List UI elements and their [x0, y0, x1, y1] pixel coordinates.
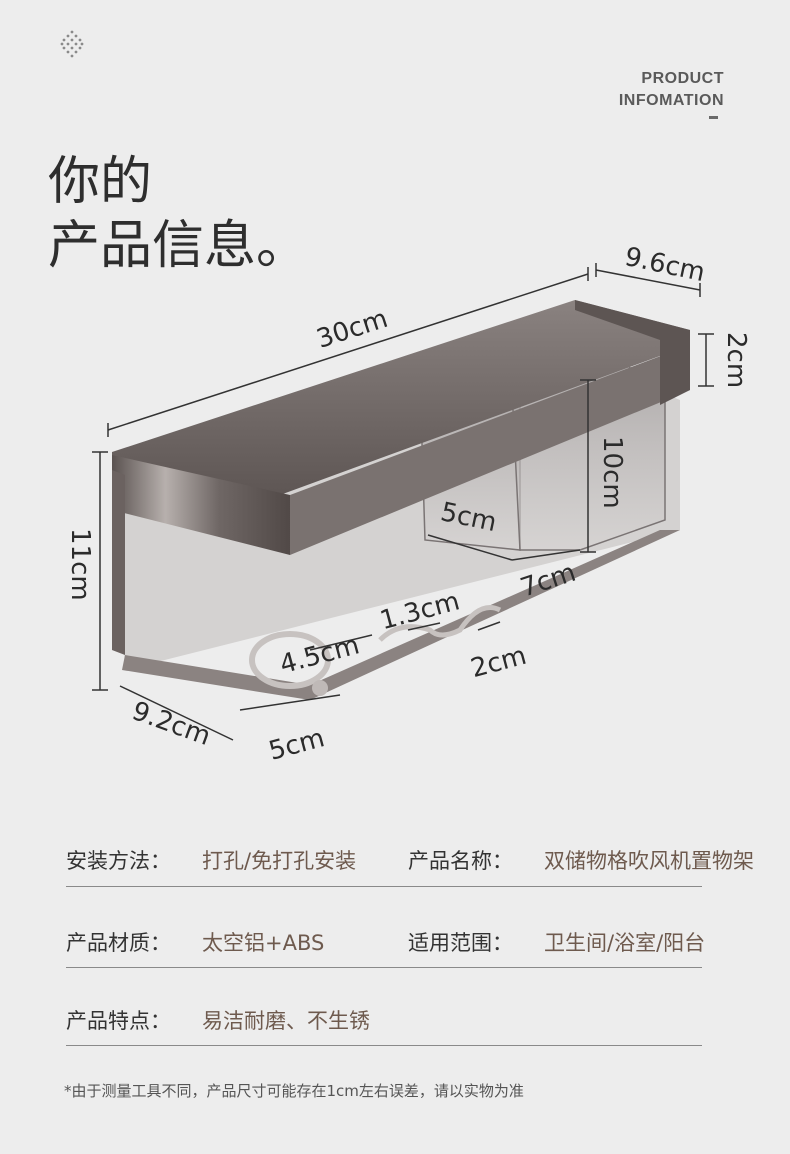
install-label: 安装方法： [66, 849, 171, 873]
install-value: 打孔/免打孔安装 [202, 849, 357, 873]
dim-rail-height: 2cm [721, 332, 751, 388]
brand-dash [709, 116, 718, 119]
bottom-plate [122, 530, 680, 700]
name-label: 产品名称： [408, 849, 513, 873]
top-rail-face [290, 345, 690, 555]
feature-label: 产品特点： [66, 1009, 171, 1033]
divider-1 [66, 886, 702, 887]
rail-end-cap [575, 300, 690, 405]
dim-cup-height: 10cm [597, 436, 627, 509]
dim-height: 11cm [65, 528, 95, 601]
product-illustration: 30cm 9.6cm 2cm 10cm 5cm 7cm 1.3cm 4.5cm … [65, 242, 751, 767]
title-line-2: 产品信息。 [48, 216, 309, 276]
name-value: 双储物格吹风机置物架 [544, 849, 754, 873]
scope-value: 卫生间/浴室/阳台 [544, 931, 706, 955]
hook-ring [249, 631, 331, 689]
spec-row-3: 产品特点： 易洁耐磨、不生锈 [66, 1006, 706, 1050]
left-upright [112, 470, 125, 655]
top-rail-front [112, 455, 290, 555]
dim-hook-width: 5cm [266, 723, 328, 767]
page-title: 你的 产品信息。 [48, 150, 308, 278]
title-line-1: 你的 [48, 152, 153, 212]
footnote: *由于测量工具不同，产品尺寸可能存在1cm左右误差，请以实物为准 [64, 1082, 524, 1100]
brand-line-2: INFOMATION [618, 92, 724, 109]
scope-label: 适用范围： [408, 931, 513, 955]
brand-heading: PRODUCT INFOMATION [619, 68, 724, 112]
material-value: 太空铝+ABS [202, 931, 325, 955]
dim-slot-width: 2cm [468, 641, 530, 685]
dim-length: 30cm [313, 304, 391, 355]
slot-cutouts [378, 605, 502, 642]
divider-3 [66, 1045, 702, 1046]
spec-row-2: 产品材质： 太空铝+ABS 适用范围： 卫生间/浴室/阳台 [66, 928, 706, 972]
divider-2 [66, 967, 702, 968]
dim-depth-top: 9.6cm [622, 242, 707, 288]
feature-value: 易洁耐磨、不生锈 [202, 1009, 370, 1033]
top-rail-top [112, 300, 690, 495]
spec-row-1: 安装方法： 打孔/免打孔安装 产品名称： 双储物格吹风机置物架 [66, 846, 754, 890]
material-label: 产品材质： [66, 931, 171, 955]
dim-depth-bottom: 9.2cm [128, 696, 214, 752]
brand-line-1: PRODUCT [641, 70, 724, 87]
dots-diamond-icon [60, 30, 84, 58]
